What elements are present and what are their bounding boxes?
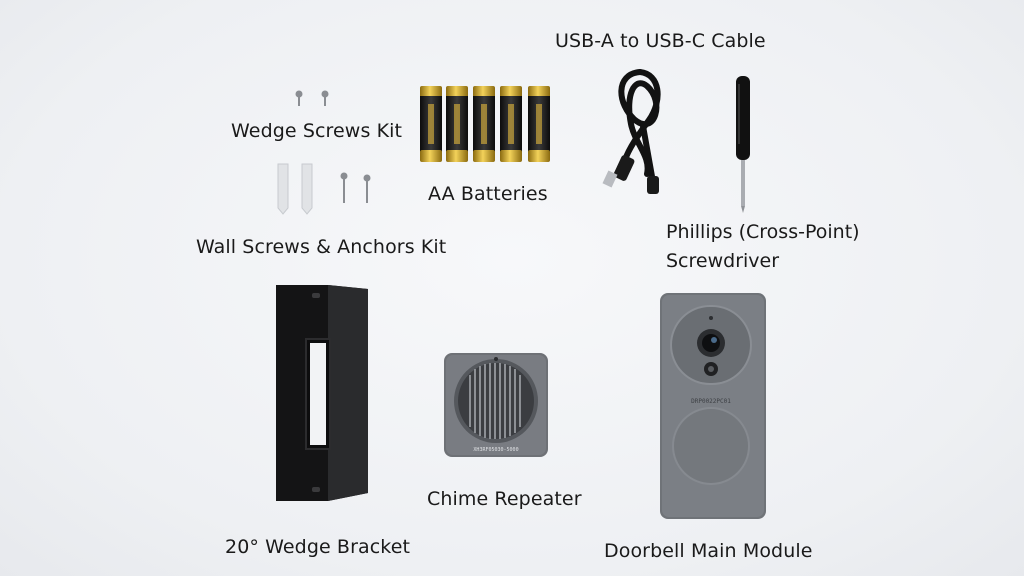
label-aa-batteries: AA Batteries xyxy=(428,183,548,205)
doorbell-main-module: DRP0022PC01 xyxy=(660,293,766,519)
doorbell-serial: DRP0022PC01 xyxy=(691,398,731,405)
wall-screws-anchors xyxy=(277,163,371,215)
aa-batteries xyxy=(420,86,550,162)
label-doorbell-main-module: Doorbell Main Module xyxy=(604,540,813,562)
phillips-screwdriver xyxy=(736,76,750,213)
chime-serial: XH3RF05030-5000 xyxy=(473,447,518,453)
label-phillips-line2: Screwdriver xyxy=(666,250,780,272)
label-phillips-screwdriver: Phillips (Cross-Point) Screwdriver xyxy=(666,218,860,276)
label-usb-cable: USB-A to USB-C Cable xyxy=(555,30,766,52)
label-phillips-line1: Phillips (Cross-Point) xyxy=(666,221,860,243)
wedge-screws xyxy=(295,90,329,106)
label-wedge-bracket: 20° Wedge Bracket xyxy=(225,536,411,558)
wedge-bracket xyxy=(276,285,368,501)
label-wedge-screws-kit: Wedge Screws Kit xyxy=(231,120,403,142)
chime-repeater: XH3RF05030-5000 xyxy=(444,353,548,457)
label-chime-repeater: Chime Repeater xyxy=(427,488,582,510)
label-wall-screws-anchors-kit: Wall Screws & Anchors Kit xyxy=(196,236,447,258)
usb-cable xyxy=(602,69,661,194)
